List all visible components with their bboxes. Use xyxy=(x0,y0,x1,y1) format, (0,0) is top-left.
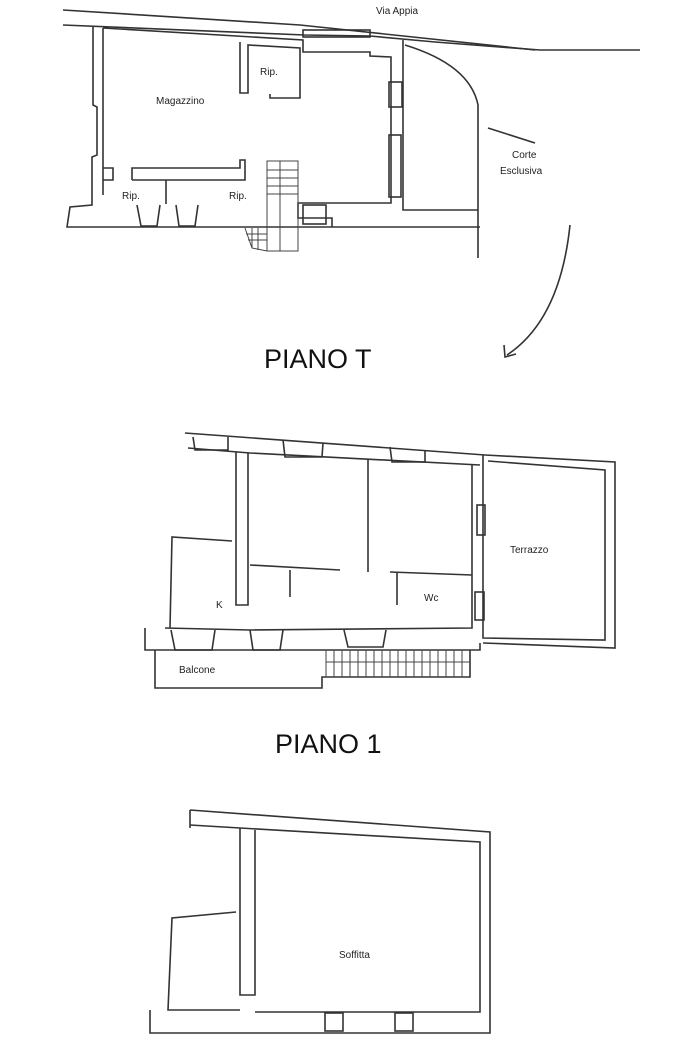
outer-right-wall xyxy=(402,40,478,211)
window xyxy=(282,439,324,458)
wall xyxy=(239,828,256,996)
window xyxy=(175,204,199,227)
room-label-magazzino: Magazzino xyxy=(156,96,205,107)
staircase xyxy=(244,160,299,252)
partition xyxy=(249,564,341,571)
room-label-terrazzo: Terrazzo xyxy=(510,545,549,556)
arrow-icon xyxy=(503,344,517,359)
room-wall xyxy=(235,452,249,606)
window xyxy=(136,204,161,227)
balcony xyxy=(154,650,471,689)
ground-floor-plan: Via Appia Magazzino Rip. Rip. Rip. Corte… xyxy=(62,6,640,374)
court-boundary xyxy=(404,44,479,258)
window xyxy=(324,1012,344,1032)
magazzino-walls xyxy=(102,27,392,227)
window xyxy=(474,591,485,621)
staircase xyxy=(325,650,470,677)
window xyxy=(476,504,486,536)
kitchen-wall xyxy=(169,536,233,629)
street-line xyxy=(62,9,536,51)
outer-wall xyxy=(149,809,491,1034)
terrazzo-inner xyxy=(482,455,606,641)
court-arc xyxy=(506,224,571,356)
window xyxy=(389,446,426,463)
window xyxy=(249,629,284,651)
rip-partition-2 xyxy=(131,159,246,181)
first-floor-plan: K Wc Terrazzo Balcone PIANO 1 xyxy=(144,432,616,759)
window xyxy=(302,204,327,225)
outer-top-wall xyxy=(184,432,616,649)
room-label-soffitta: Soffitta xyxy=(339,950,370,961)
street-label: Via Appia xyxy=(376,6,419,17)
window xyxy=(388,81,403,108)
inner-top-wall xyxy=(187,447,481,466)
court-label: Corte xyxy=(512,150,537,161)
rip-room-wall xyxy=(239,42,301,99)
room-label-rip: Rip. xyxy=(229,191,247,202)
room-label-wc: Wc xyxy=(424,593,438,604)
room-label-rip: Rip. xyxy=(260,67,278,78)
window xyxy=(388,134,402,198)
room-label-balcone: Balcone xyxy=(179,665,216,676)
attic-plan: Soffitta xyxy=(149,809,491,1034)
window xyxy=(170,629,216,651)
window xyxy=(302,29,371,38)
building-front-line xyxy=(62,24,640,51)
side-room-wall xyxy=(167,911,240,1011)
court-label: Esclusiva xyxy=(500,166,543,177)
window xyxy=(394,1012,414,1032)
outer-bottom-wall xyxy=(144,628,481,651)
inner-wall xyxy=(189,824,481,1013)
wc-wall xyxy=(389,571,473,576)
room-label-rip: Rip. xyxy=(122,191,140,202)
window xyxy=(343,629,387,648)
room-label-k: K xyxy=(216,600,223,611)
window xyxy=(192,436,229,451)
floor-title: PIANO 1 xyxy=(275,729,382,759)
floor-title: PIANO T xyxy=(264,344,372,374)
outer-left-wall xyxy=(66,27,480,228)
rip-partition xyxy=(103,167,114,181)
court-side-line xyxy=(487,127,536,144)
main-walls xyxy=(164,465,473,631)
